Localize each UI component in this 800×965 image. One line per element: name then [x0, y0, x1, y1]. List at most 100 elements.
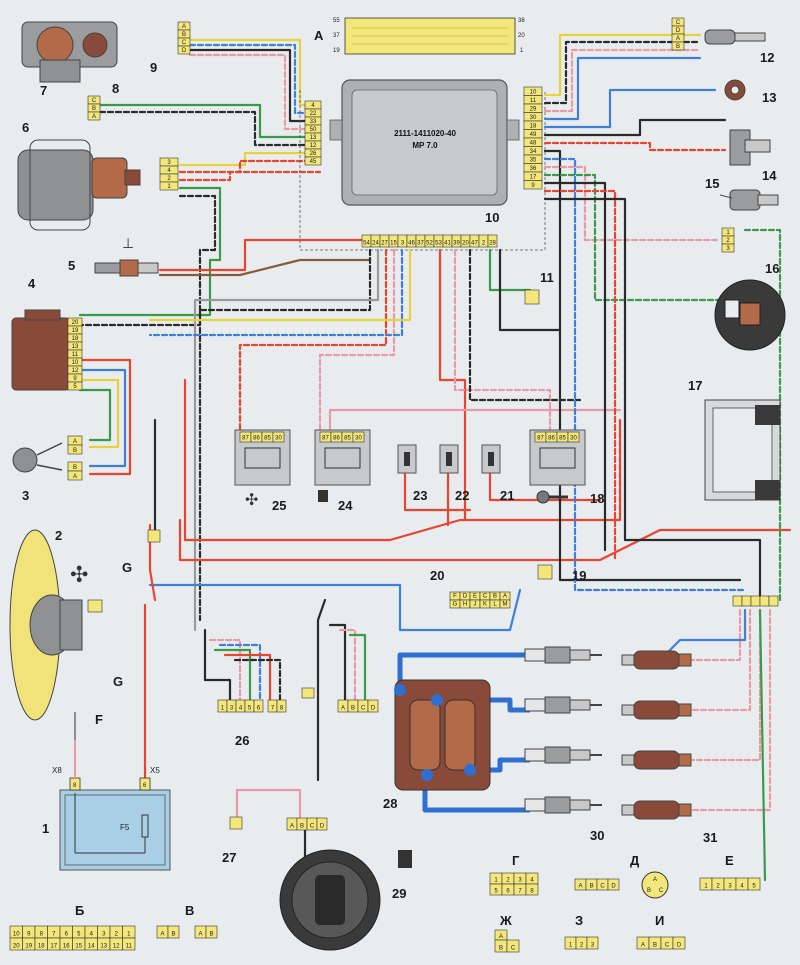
connector-pin: A [641, 943, 645, 949]
connector-pin: 86 [253, 436, 260, 442]
fuse-21 [481, 444, 501, 474]
connector-pin: 85 [264, 436, 271, 442]
component-number-2: 2 [55, 528, 62, 543]
component-number-19: 19 [572, 568, 586, 583]
connector-pin: 1 [221, 706, 225, 712]
legend-label-i: И [655, 913, 664, 928]
connector-pin: B [589, 884, 593, 890]
svg-text:19: 19 [333, 48, 340, 54]
spark-plug-icon [524, 746, 602, 764]
connector-pin: 30 [355, 436, 362, 442]
connector-pin: A [198, 932, 202, 938]
connector-pin: 1 [494, 878, 498, 884]
svg-text:37: 37 [333, 33, 340, 39]
connector-pin: 29 [530, 107, 537, 113]
connector-pin: 39 [453, 241, 460, 247]
connector-pin: B [171, 932, 175, 938]
component-number-20: 20 [430, 568, 444, 583]
wire-label-x5: X5 [150, 766, 160, 775]
connector-pin: 4 [740, 884, 744, 890]
ecu-connector-letter: А [314, 28, 324, 43]
connector-pin: M [503, 602, 508, 608]
legend-d-round-pin: C [659, 888, 664, 894]
connector-pin: 41 [444, 241, 451, 247]
connector-pin: 5 [77, 932, 81, 938]
connector-pin: C [483, 594, 488, 600]
connector-pin: G [453, 602, 458, 608]
fuel-pump-module-icon [279, 849, 412, 951]
connector-pin: K [483, 602, 487, 608]
connector-pin: 2 [167, 176, 171, 182]
connector-pin: 20 [13, 944, 20, 950]
connector-pin: B [351, 706, 355, 712]
connector-pin: 12 [113, 944, 120, 950]
fuel-tank-icon [59, 789, 171, 871]
connector-pin: 1 [726, 230, 730, 236]
connector-pin: 12 [72, 368, 79, 374]
connector-pin: 85 [559, 436, 566, 442]
connector-pin: 12 [310, 143, 317, 149]
svg-text:20: 20 [518, 33, 525, 39]
connector-pin: 11 [72, 352, 79, 358]
connector-pin: A [499, 934, 503, 940]
connector-pin: A [578, 884, 582, 890]
connector-pin: 5 [752, 884, 756, 890]
connector-pin: A [73, 439, 77, 445]
wire-harness [78, 33, 792, 882]
connector-pin: 2 [115, 932, 119, 938]
connector-pin: 47 [471, 241, 478, 247]
connector-pin: F [453, 594, 457, 600]
spark-plug-icon [524, 646, 602, 664]
component-number-1: 1 [42, 821, 49, 836]
injector-icon [621, 750, 692, 770]
connector-pin: C [361, 706, 366, 712]
connector-pin: 22 [310, 111, 317, 117]
component-number-24: 24 [338, 498, 353, 513]
connector-pin: C [676, 20, 681, 26]
spark-plugs [524, 646, 602, 814]
wire-label-g: G [122, 560, 132, 575]
legend-label-v: В [185, 903, 194, 918]
wire-label-g: G [113, 674, 123, 689]
connector-pin: 20 [72, 320, 79, 326]
connector-pin: E [473, 594, 477, 600]
connector-pin: 3 [726, 246, 730, 252]
speed-sensor-icon [724, 79, 746, 101]
connector-pin: A [290, 824, 294, 830]
connector-pin: J [474, 602, 477, 608]
injector-icon [621, 700, 692, 720]
connector-pin: 9 [73, 376, 77, 382]
connector-pin: B [493, 594, 497, 600]
connector-pin: 3 [230, 706, 234, 712]
component-number-13: 13 [762, 90, 776, 105]
connector-pin: C [665, 943, 670, 949]
connector-pin: 15 [75, 944, 82, 950]
connector-8: CBA [87, 95, 101, 121]
connector-pin: 20 [462, 241, 469, 247]
connector-3a: AB [67, 435, 83, 455]
connector-pin: B [499, 946, 503, 952]
connector-pin: A [341, 706, 345, 712]
connector-pin: 2 [506, 878, 510, 884]
connector-pin: 86 [548, 436, 555, 442]
connector-pin: 37 [417, 241, 424, 247]
component-number-21: 21 [500, 488, 514, 503]
connector-pin: 4 [239, 706, 243, 712]
connector-pin: 15 [390, 241, 397, 247]
connector-pin: 48 [530, 141, 537, 147]
connector-harness [732, 595, 779, 607]
component-number-12: 12 [760, 50, 774, 65]
